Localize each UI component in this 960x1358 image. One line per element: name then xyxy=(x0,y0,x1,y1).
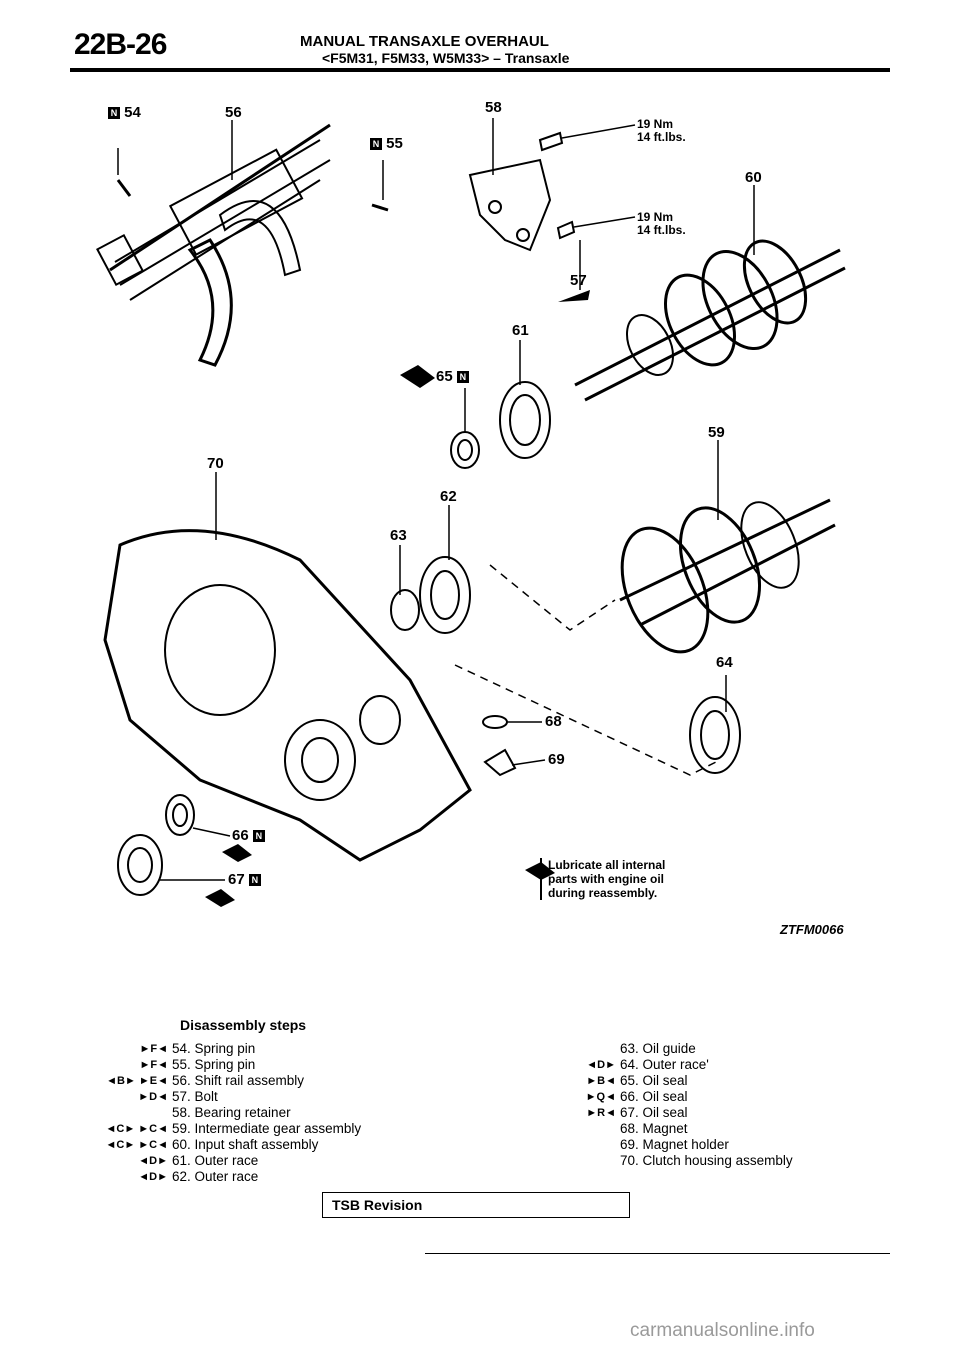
callout-63: 63 xyxy=(390,527,407,544)
procedure-mark: ◄B► ►E◄ xyxy=(106,1075,168,1087)
clutch-housing-drawing xyxy=(103,529,472,862)
spring-pin-54-drawing xyxy=(116,179,132,197)
step-item: ◄C► ►C◄60. Input shaft assembly xyxy=(105,1137,319,1152)
step-item: 63. Oil guide xyxy=(620,1041,696,1056)
callout-62: 62 xyxy=(440,488,457,505)
bolt-upper-drawing xyxy=(538,131,564,152)
procedure-mark: ◄D► xyxy=(138,1155,168,1167)
procedure-mark: ►F◄ xyxy=(139,1059,169,1071)
procedure-mark: ►Q◄ xyxy=(585,1091,616,1103)
bearing-retainer-drawing xyxy=(468,158,552,252)
outer-race-61-drawing xyxy=(499,381,551,459)
callout-60: 60 xyxy=(745,169,762,186)
steps-list-right: 63. Oil guide ◄D►64. Outer race' ►B◄65. … xyxy=(585,1041,793,1169)
callout-66: 66 N xyxy=(232,827,265,844)
callout-65: 65 N xyxy=(436,368,469,385)
procedure-mark: ◄C► ►C◄ xyxy=(105,1139,169,1151)
new-part-icon: N xyxy=(370,138,382,151)
outer-race-62-drawing xyxy=(419,556,471,634)
callout-54: N 54 xyxy=(108,104,141,121)
input-shaft-assembly-drawing xyxy=(574,239,846,402)
outer-race-64-drawing xyxy=(689,696,741,774)
step-item: ►R◄67. Oil seal xyxy=(586,1105,688,1120)
magnet-drawing xyxy=(482,715,508,729)
step-item: 58. Bearing retainer xyxy=(172,1105,291,1120)
figure-code: ZTFM0066 xyxy=(780,922,844,937)
procedure-mark: ►B◄ xyxy=(586,1075,616,1087)
callout-58: 58 xyxy=(485,99,502,116)
step-item: 70. Clutch housing assembly xyxy=(620,1153,793,1168)
step-item: ►D◄57. Bolt xyxy=(138,1089,218,1104)
step-item: ►Q◄66. Oil seal xyxy=(585,1089,688,1104)
callout-56: 56 xyxy=(225,104,242,121)
step-item: ◄D►64. Outer race' xyxy=(586,1057,709,1072)
step-item: ►B◄65. Oil seal xyxy=(586,1073,688,1088)
watermark: carmanualsonline.info xyxy=(630,1320,815,1341)
step-item: ◄C► ►C◄59. Intermediate gear assembly xyxy=(105,1121,362,1136)
procedure-mark: ►D◄ xyxy=(138,1091,168,1103)
page-number: 22B-26 xyxy=(74,28,167,61)
footer-rule xyxy=(425,1253,890,1254)
disassembly-steps-heading: Disassembly steps xyxy=(180,1017,307,1033)
oil-seal-66-drawing xyxy=(165,794,195,836)
callout-64: 64 xyxy=(716,654,733,671)
procedure-mark: ◄D► xyxy=(586,1059,616,1071)
tsb-revision-box xyxy=(322,1192,630,1218)
page-subtitle: <F5M31, F5M33, W5M33> – Transaxle xyxy=(322,50,570,66)
callout-61: 61 xyxy=(512,322,529,339)
callout-57: 57 xyxy=(570,272,587,289)
step-item: 69. Magnet holder xyxy=(620,1137,729,1152)
callout-67: 67 N xyxy=(228,871,261,888)
procedure-mark: ►F◄ xyxy=(139,1043,169,1055)
step-item: ◄B► ►E◄56. Shift rail assembly xyxy=(106,1073,305,1088)
magnet-holder-drawing xyxy=(483,748,517,777)
oil-seal-67-drawing xyxy=(117,834,163,896)
procedure-mark: ◄D► xyxy=(138,1171,168,1183)
steps-list-left: ►F◄54. Spring pin ►F◄55. Spring pin ◄B► … xyxy=(105,1041,362,1185)
exploded-view-diagram xyxy=(96,118,846,907)
callout-70: 70 xyxy=(207,455,224,472)
callout-55: N 55 xyxy=(370,135,403,152)
page-title: MANUAL TRANSAXLE OVERHAUL xyxy=(300,33,549,50)
tsb-revision-label: TSB Revision xyxy=(332,1197,423,1213)
step-item: ►F◄55. Spring pin xyxy=(139,1057,256,1072)
callout-69: 69 xyxy=(548,751,565,768)
new-part-icon: N xyxy=(252,830,265,843)
bolt-lower-drawing xyxy=(556,220,576,240)
callout-68: 68 xyxy=(545,713,562,730)
step-item: ►F◄54. Spring pin xyxy=(139,1041,256,1056)
intermediate-gear-assembly-drawing xyxy=(619,498,836,654)
header-rule xyxy=(70,68,890,72)
new-part-icon: N xyxy=(108,107,120,120)
spring-pin-55-drawing xyxy=(371,203,389,212)
new-part-icon: N xyxy=(248,874,261,887)
oil-guide-drawing xyxy=(390,589,420,631)
new-part-icon: N xyxy=(456,371,469,384)
callout-59: 59 xyxy=(708,424,725,441)
step-item: ◄D►61. Outer race xyxy=(138,1153,259,1168)
lubrication-note: Lubricate all internal parts with engine… xyxy=(540,858,728,900)
procedure-mark: ◄C► ►C◄ xyxy=(105,1123,169,1135)
procedure-mark: ►R◄ xyxy=(586,1107,616,1119)
oil-seal-65-drawing xyxy=(450,431,480,469)
step-item: 68. Magnet xyxy=(620,1121,688,1136)
shift-rail-assembly-drawing xyxy=(96,123,331,367)
step-item: ◄D►62. Outer race xyxy=(138,1169,259,1184)
